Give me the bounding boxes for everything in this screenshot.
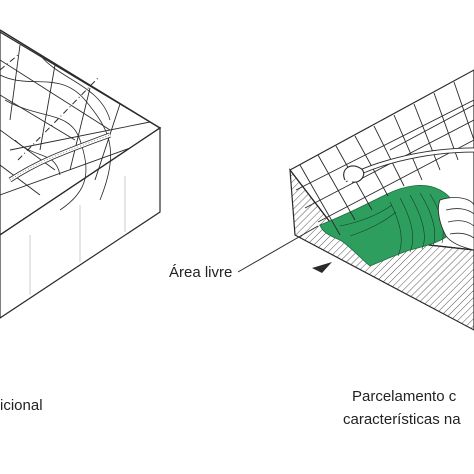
left-block-diagram [0,29,162,319]
right-caption-line2: características na [343,411,461,428]
green-open-area [319,185,458,267]
area-pointer-line [237,225,319,273]
right-block-diagram [237,69,474,331]
open-area-label: Área livre [169,264,233,281]
right-caption-line1: Parcelamento c [352,388,457,405]
flow-arrow-icon [312,262,332,273]
left-caption: icional [0,397,43,414]
